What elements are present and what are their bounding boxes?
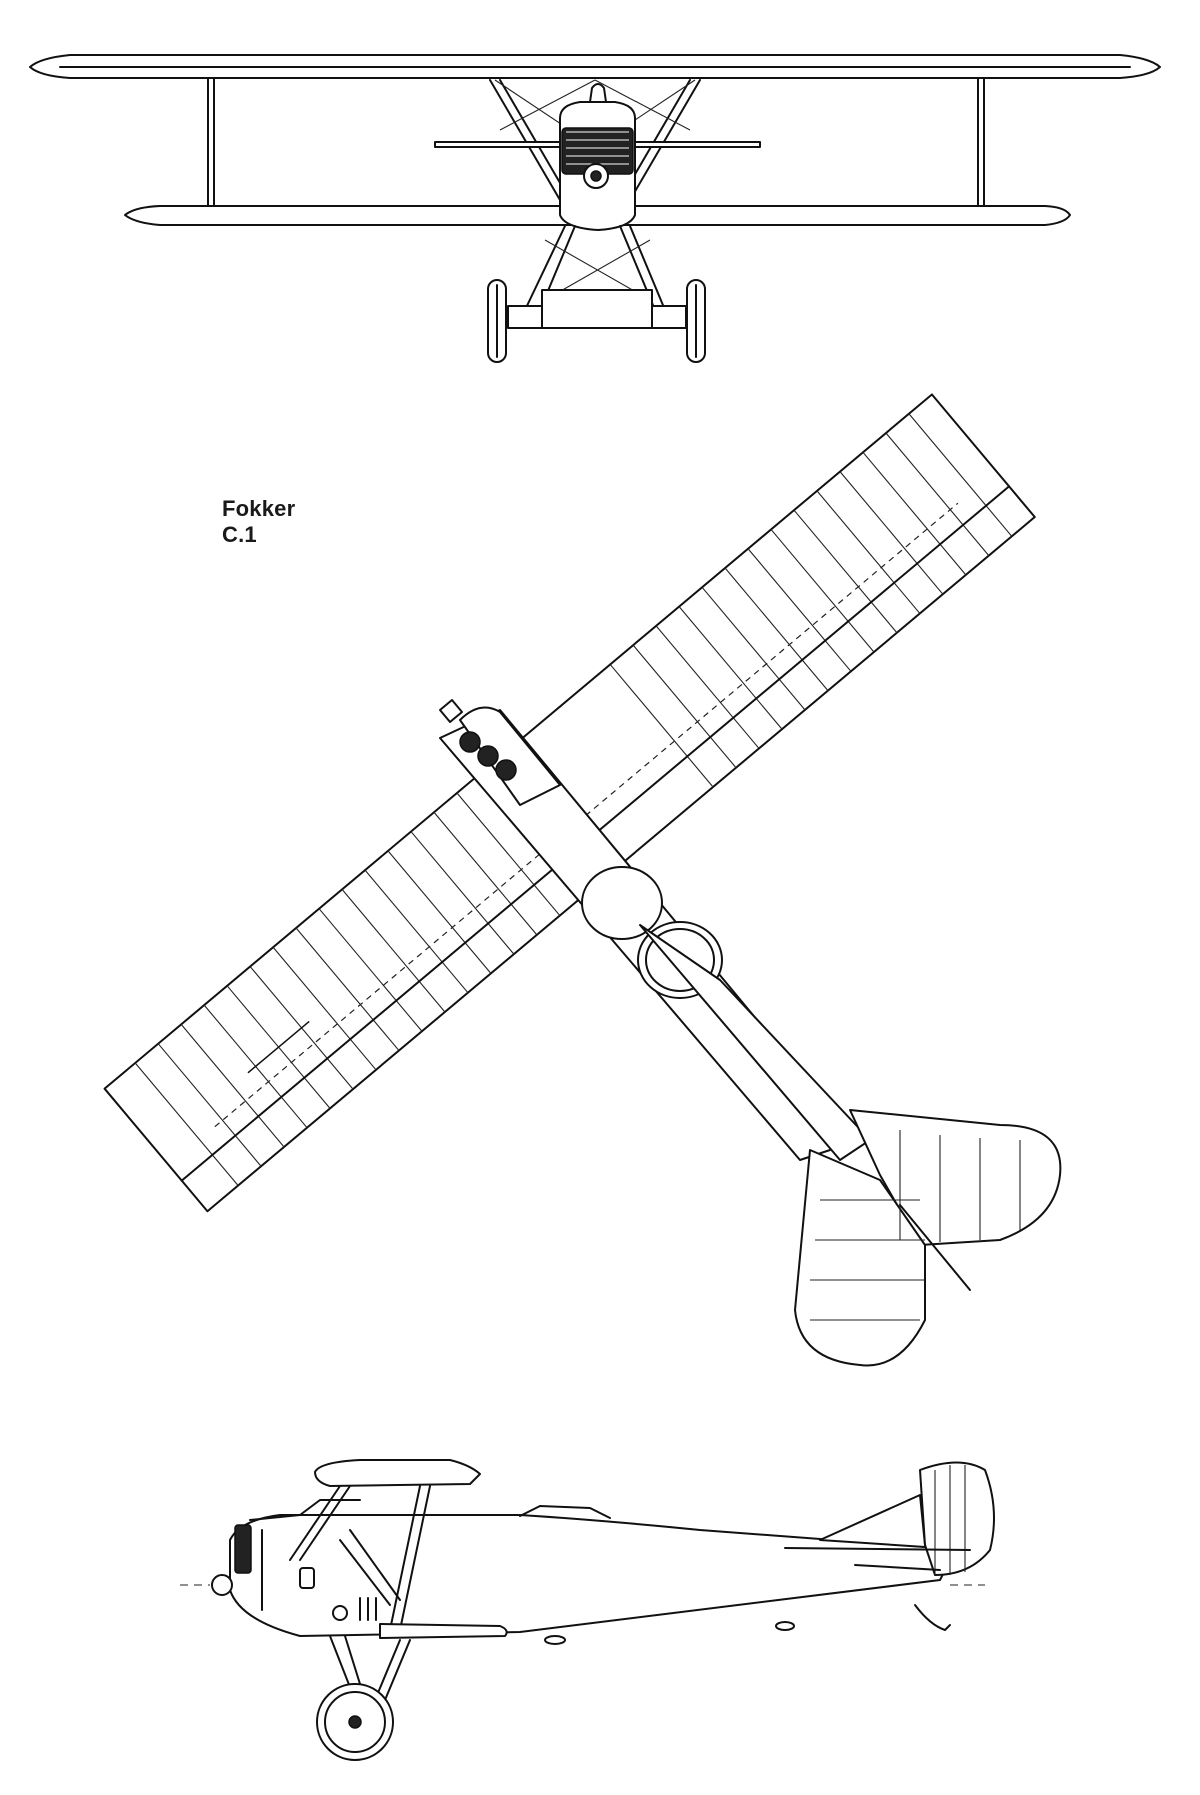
cabane-struts-side: [289, 1485, 431, 1631]
drawing-title: Fokker C.1: [222, 496, 296, 547]
propeller-spinner-side: [211, 1574, 233, 1596]
front-view: [29, 54, 1161, 363]
tailskid-side: [914, 1604, 951, 1631]
propeller-hub-plan: [439, 699, 463, 723]
rudder-plan: [899, 1204, 971, 1291]
top-view: [103, 393, 1062, 1367]
cockpit-side: [519, 1505, 611, 1519]
lower-wing-side: [379, 1623, 508, 1639]
radiator-side: [234, 1524, 252, 1574]
cabane-struts: [489, 79, 701, 201]
front-cockpit: [581, 866, 663, 940]
horizontal-tail-plan-left: [794, 1149, 926, 1367]
gun-sight: [589, 83, 607, 103]
aileron-actuator: [247, 1020, 310, 1074]
rudder-side: [919, 1461, 995, 1576]
upper-wing-side: [314, 1459, 481, 1487]
undercarriage-side: [329, 1635, 411, 1701]
undercarriage-struts: [524, 225, 666, 311]
tailplane-side: [784, 1547, 971, 1551]
engine-cowling-plan: [459, 706, 561, 806]
side-view: [180, 1459, 995, 1761]
